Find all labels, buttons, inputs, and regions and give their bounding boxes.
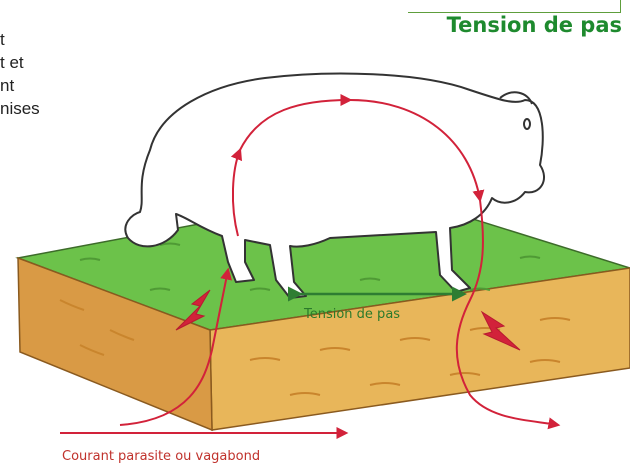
stray-current-label: Courant parasite ou vagabond	[62, 449, 260, 464]
pig-eye	[524, 119, 530, 129]
step-voltage-label: Tension de pas	[303, 307, 400, 322]
